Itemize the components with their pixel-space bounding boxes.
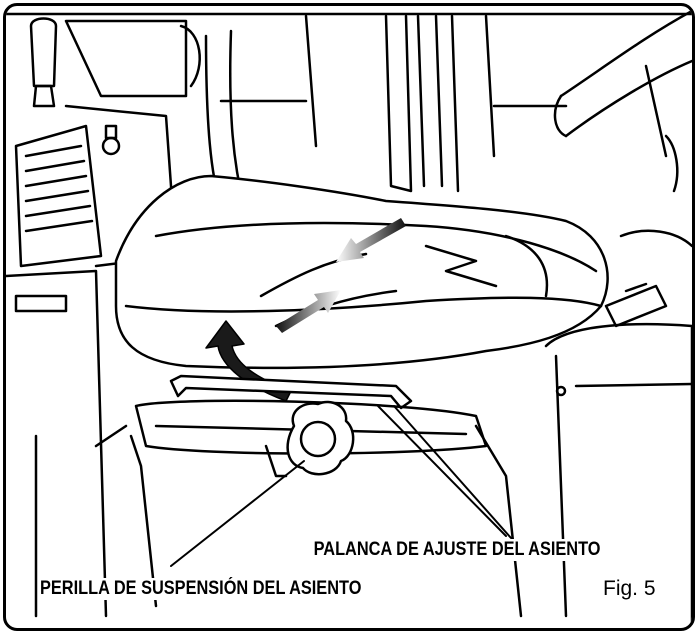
figure-frame: PALANCA DE AJUSTE DEL ASIENTO PERILLA DE… xyxy=(3,3,695,631)
seat-adjust-lever-label: PALANCA DE AJUSTE DEL ASIENTO xyxy=(311,539,604,561)
figure-number: Fig. 5 xyxy=(603,577,656,600)
cab-roof xyxy=(6,12,692,98)
seat-suspension-knob-label: PERILLA DE SUSPENSIÓN DEL ASIENTO xyxy=(40,578,362,600)
seat-back xyxy=(204,14,568,208)
suspension-knob xyxy=(286,400,355,476)
seat-base xyxy=(34,374,523,618)
armrest-right xyxy=(553,9,692,193)
seat-cushion xyxy=(114,174,609,370)
slide-arrows xyxy=(276,218,406,333)
seat-illustration xyxy=(6,9,692,628)
leader-lines xyxy=(170,405,512,567)
console-right xyxy=(544,229,692,628)
